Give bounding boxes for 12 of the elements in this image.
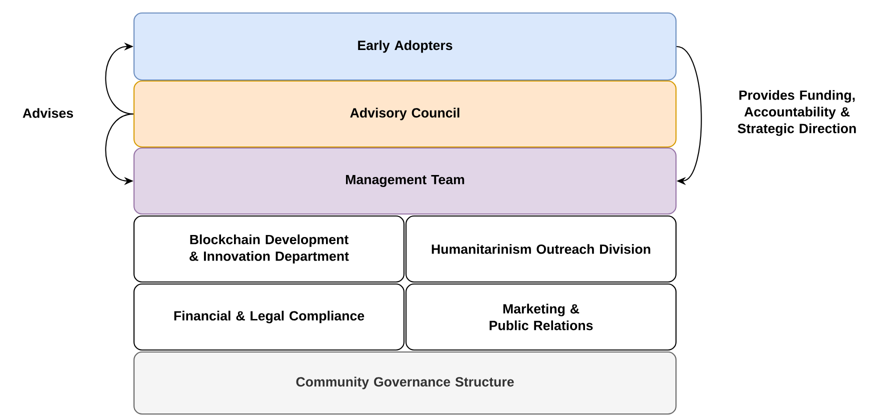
org-box: Early Adopters <box>133 12 677 81</box>
curved-arrow <box>676 46 702 186</box>
org-box: Advisory Council <box>133 80 677 148</box>
org-box: Marketing & Public Relations <box>405 283 677 351</box>
org-box: Financial & Legal Compliance <box>133 283 405 351</box>
org-box: Management Team <box>133 147 677 215</box>
org-box: Humanitarinism Outreach Division <box>405 215 677 283</box>
org-box: Blockchain Development & Innovation Department <box>133 215 405 283</box>
curved-arrow <box>105 42 134 115</box>
org-box: Community Governance Structure <box>133 351 677 415</box>
annotation-text: Advises <box>22 108 74 118</box>
edge-label: Provides Funding, Accountability & Strategic Direction <box>733 88 861 138</box>
